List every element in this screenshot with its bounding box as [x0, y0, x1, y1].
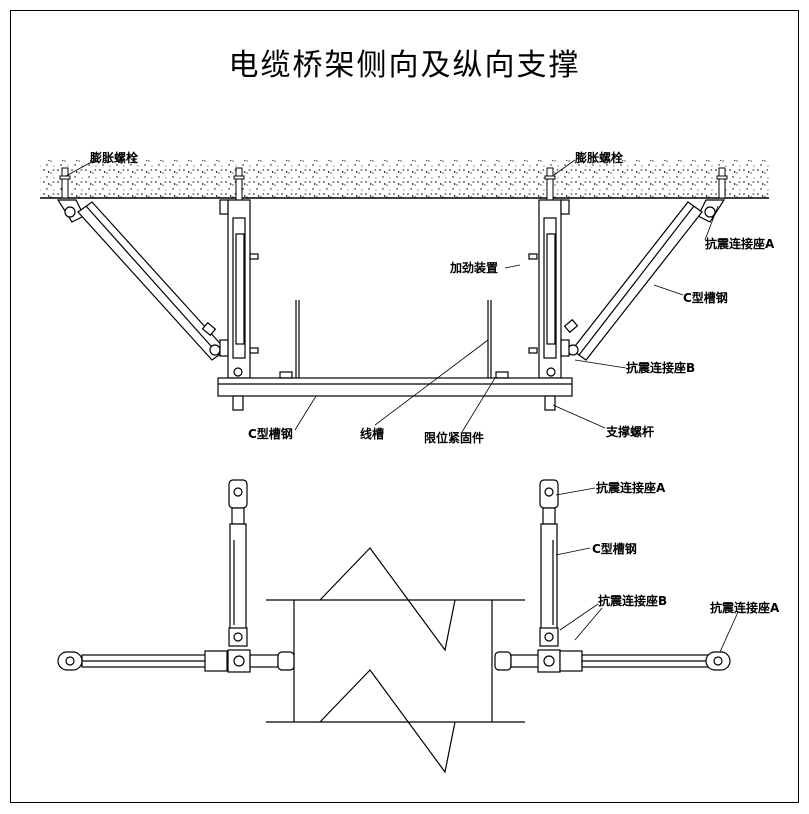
left-diagonal-brace	[56, 199, 227, 361]
label-stiffener: 加劲装置	[449, 260, 498, 275]
label-c-channel-bottom: C型槽钢	[248, 426, 293, 441]
label-expansion-bolt-right: 膨胀螺栓	[574, 150, 623, 165]
drawing-title: 电缆桥架侧向及纵向支撑	[228, 48, 581, 83]
drawing-frame	[10, 10, 799, 803]
label-seat-a-plan: 抗震连接座A	[596, 480, 666, 495]
label-support-rod: 支撑螺杆	[605, 424, 654, 439]
bottom-c-channel	[217, 377, 573, 411]
label-seat-a-top: 抗震连接座A	[705, 236, 775, 251]
concrete-slab	[40, 160, 769, 199]
wall-break-section	[266, 547, 525, 774]
cable-tray	[279, 300, 509, 379]
label-seat-a-plan-right: 抗震连接座A	[710, 600, 780, 615]
label-cable-tray: 线槽	[360, 426, 384, 441]
left-plan-assembly	[57, 479, 295, 673]
label-seat-b-plan: 抗震连接座B	[598, 593, 667, 608]
leader-lines-elevation	[65, 159, 719, 433]
label-c-channel-right: C型槽钢	[683, 290, 728, 305]
leader-lines-plan	[555, 487, 739, 653]
right-plan-assembly	[494, 479, 731, 673]
left-vertical-hanger	[219, 199, 259, 379]
label-limit-fastener: 限位紧固件	[424, 430, 484, 445]
right-diagonal-brace	[563, 199, 726, 361]
label-expansion-bolt-left: 膨胀螺栓	[89, 150, 138, 165]
label-c-channel-plan: C型槽钢	[592, 541, 637, 556]
right-vertical-hanger	[528, 199, 570, 379]
label-seat-b-top: 抗震连接座B	[626, 360, 695, 375]
